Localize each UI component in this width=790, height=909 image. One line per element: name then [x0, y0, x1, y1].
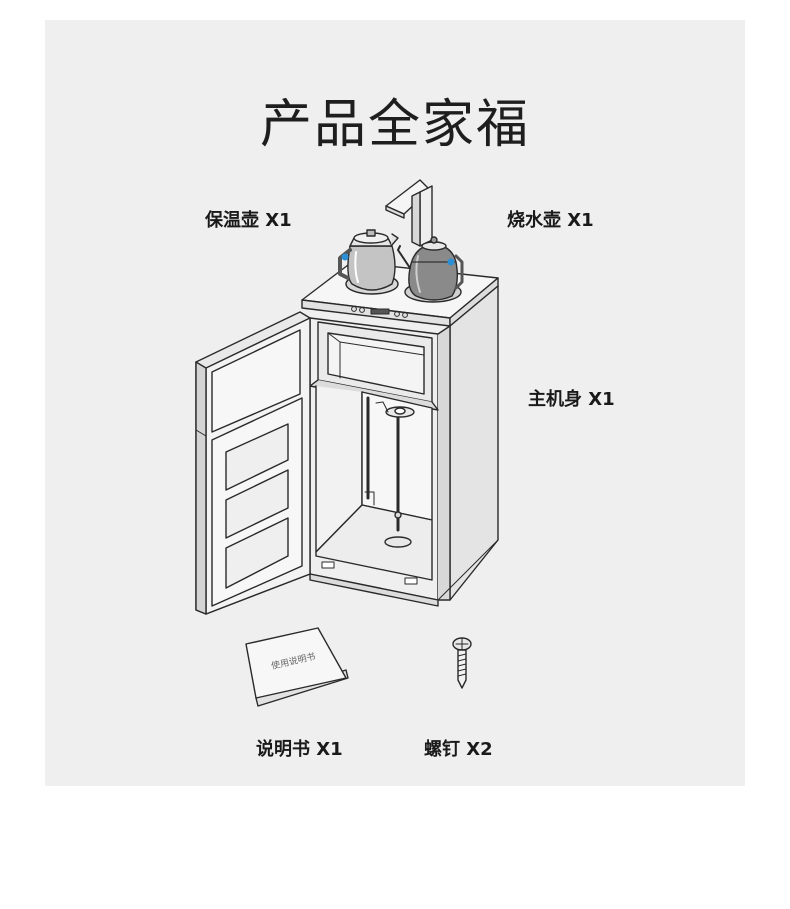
label-main-unit: 主机身 X1 [528, 389, 615, 410]
boiling-kettle-illustration [397, 236, 464, 303]
label-boiling-kettle: 烧水壶 X1 [507, 210, 594, 231]
screw-illustration [452, 637, 472, 689]
label-manual: 说明书 X1 [256, 739, 343, 760]
label-screws: 螺钉 X2 [424, 739, 493, 760]
cabinet-door [195, 311, 311, 615]
control-panel [351, 306, 408, 318]
page-title: 产品全家福 [259, 95, 530, 155]
manual-book-illustration [245, 627, 349, 707]
label-thermos-kettle: 保温壶 X1 [205, 210, 292, 231]
main-unit-illustration [301, 261, 499, 607]
thermos-kettle-illustration [338, 229, 399, 295]
